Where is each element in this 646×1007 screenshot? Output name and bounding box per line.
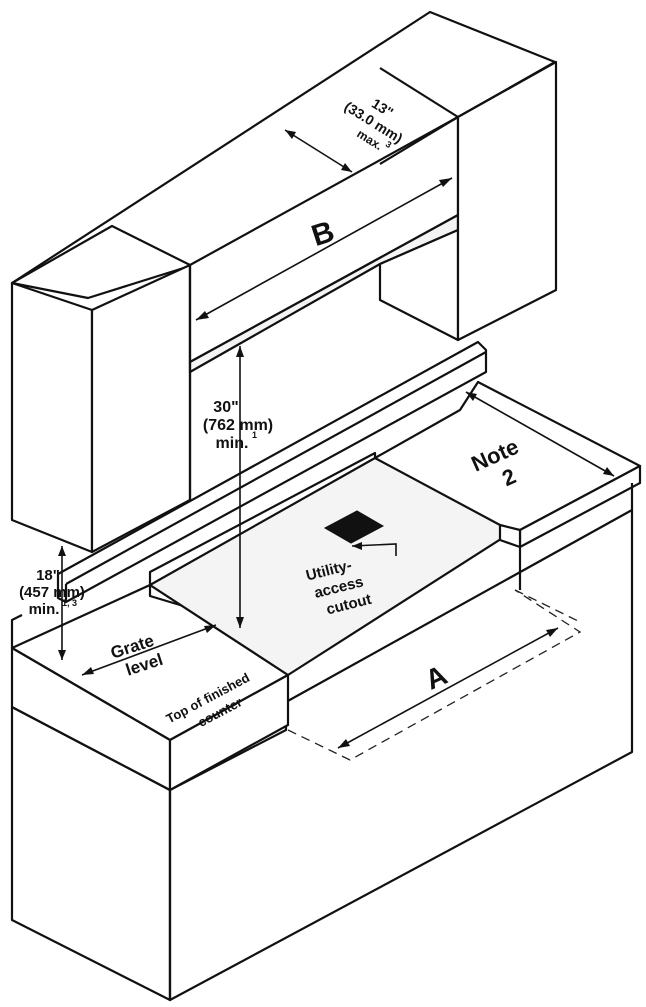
right-upper-side xyxy=(456,60,558,342)
right-counter-step xyxy=(498,523,522,549)
dim-18-line1: 18" xyxy=(36,567,60,584)
backsplash xyxy=(56,340,488,604)
dim-30-line2: (762 mm) xyxy=(203,417,273,434)
backsplash-strip xyxy=(56,340,488,604)
dim-30-line3: min. xyxy=(216,435,249,452)
dim-30-line1: 30" xyxy=(213,399,238,416)
upper-cabinets xyxy=(10,10,558,554)
left-upper-side xyxy=(90,263,192,554)
utility-access-cutout xyxy=(323,510,385,544)
right-counter xyxy=(373,380,642,590)
left-counter-end xyxy=(168,673,290,792)
dim-18-line3: min. xyxy=(29,601,60,618)
dim-30-sup: 1 xyxy=(252,430,257,440)
left-upper-front xyxy=(10,281,94,554)
dimension-lines xyxy=(58,129,615,761)
dim-18-sup: 1, 3 xyxy=(62,598,77,608)
dim-18-line2: (457 mm) xyxy=(19,584,85,601)
dim-13-sup: 3 xyxy=(384,139,394,150)
left-counter xyxy=(10,583,290,792)
